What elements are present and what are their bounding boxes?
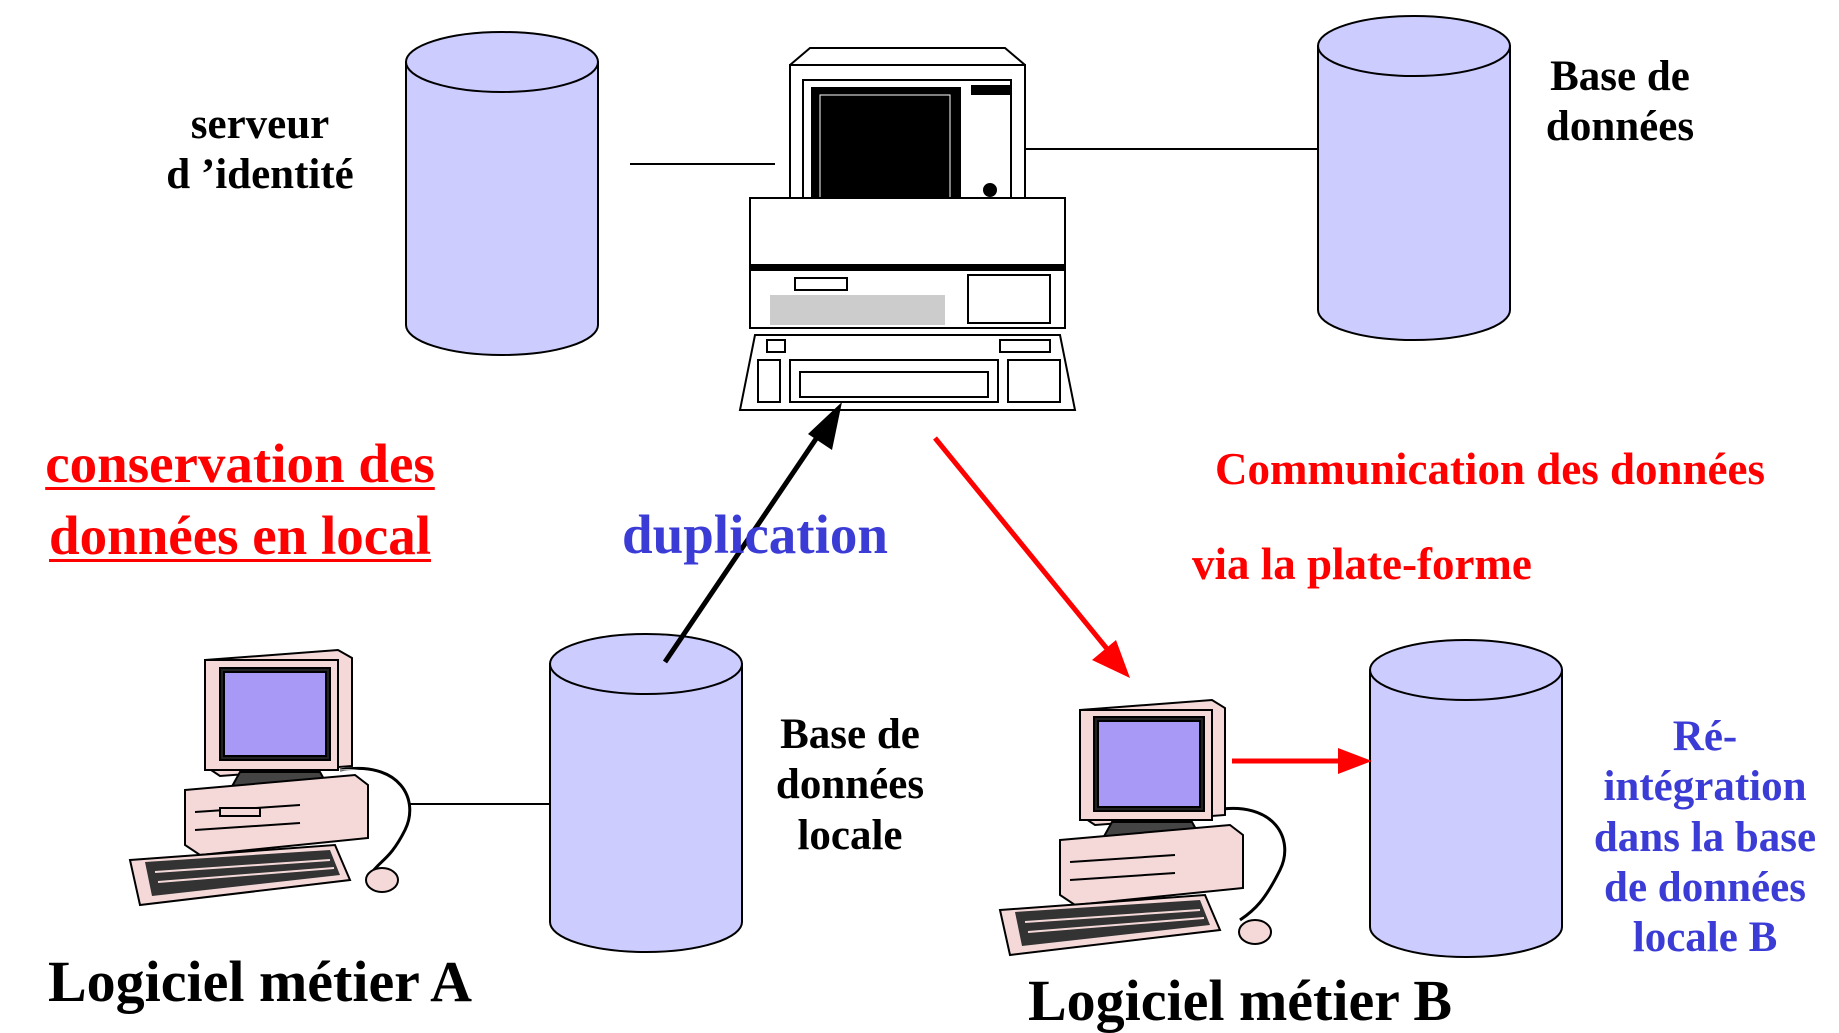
reintegration-label-line-1: Ré-	[1672, 713, 1738, 760]
server-computer-icon	[738, 47, 1077, 411]
reintegration-label-line-2: intégration	[1603, 763, 1807, 811]
database-label: Base de données	[1510, 52, 1730, 153]
local-database-label-line-2: données	[775, 761, 925, 809]
duplication-label: duplication	[622, 504, 888, 565]
desktop-pc-b-icon	[998, 698, 1287, 957]
reintegration-arrow	[1232, 748, 1372, 774]
desktop-pc-a-icon	[128, 648, 412, 907]
local-database-label: Base de données locale	[735, 710, 965, 861]
identity-server-label-line-1: serveur	[190, 101, 330, 148]
software-b-label: Logiciel métier B	[1027, 968, 1453, 1033]
reintegration-label-line-4: de données	[1604, 863, 1806, 911]
local-storage-label-line-2: données en local	[49, 504, 431, 566]
reintegration-label-line-3: dans la base	[1593, 813, 1817, 861]
identity-server-label-line-2: d ’identité	[166, 151, 354, 199]
reintegration-label: Ré- intégration dans la base de données …	[1575, 712, 1835, 963]
reintegration-label-line-5: locale B	[1632, 914, 1778, 962]
database-label-line-2: données	[1545, 103, 1695, 151]
communication-arrow	[933, 436, 1130, 678]
local-storage-label: conservation des données en local	[5, 428, 475, 571]
local-database-label-line-3: locale	[797, 811, 903, 859]
local-database-b-cylinder-icon	[1369, 639, 1563, 958]
local-database-label-line-1: Base de	[780, 711, 920, 758]
identity-server-label: serveur d ’identité	[130, 100, 390, 201]
local-storage-label-line-1: conservation des	[45, 433, 435, 494]
database-cylinder-icon	[1317, 15, 1511, 341]
software-a-label: Logiciel métier A	[47, 949, 473, 1014]
communication-label-line-1: Communication des données	[1214, 444, 1766, 494]
communication-label: Communication des données via la plate-f…	[1160, 422, 1820, 611]
database-label-line-1: Base de	[1550, 53, 1690, 100]
duplication-arrow	[662, 402, 842, 664]
local-database-cylinder-icon	[549, 633, 743, 953]
identity-server-cylinder-icon	[405, 31, 599, 356]
communication-label-line-2: via la plate-forme	[1192, 538, 1532, 589]
